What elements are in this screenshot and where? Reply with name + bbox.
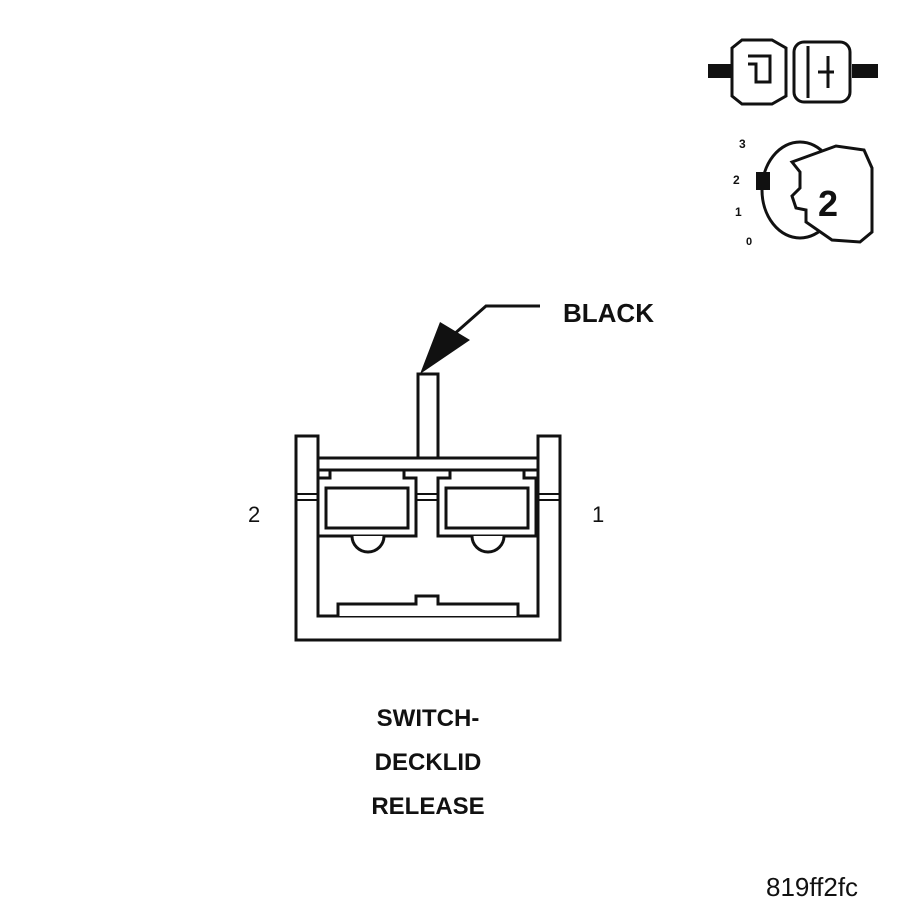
- scale-label-0: 0: [746, 236, 752, 248]
- scale-label-2: 2: [733, 173, 740, 187]
- pin-cavity-1: [436, 468, 538, 554]
- connector-name-line-1: SWITCH-: [377, 705, 480, 732]
- wire-color-label: BLACK: [563, 298, 654, 328]
- figure-id: 819ff2fc: [766, 872, 858, 902]
- scale-label-1: 1: [735, 205, 742, 219]
- connector-name: SWITCH- DECKLID RELEASE: [371, 705, 484, 820]
- pin-count-number: 2: [818, 183, 838, 224]
- wire-leader: [420, 304, 540, 374]
- connector-name-line-3: RELEASE: [371, 793, 484, 820]
- wire-stub: [416, 372, 440, 460]
- connector-mating-icon: [708, 38, 878, 106]
- pin-count-icon: 3 2 1 0 2: [733, 137, 874, 248]
- pin-cavity-2: [316, 468, 418, 554]
- connector-name-line-2: DECKLID: [375, 749, 482, 776]
- locking-rib: [336, 594, 520, 616]
- pin-label-1: 1: [592, 502, 604, 527]
- scale-label-3: 3: [739, 137, 746, 151]
- pin-label-2: 2: [248, 502, 260, 527]
